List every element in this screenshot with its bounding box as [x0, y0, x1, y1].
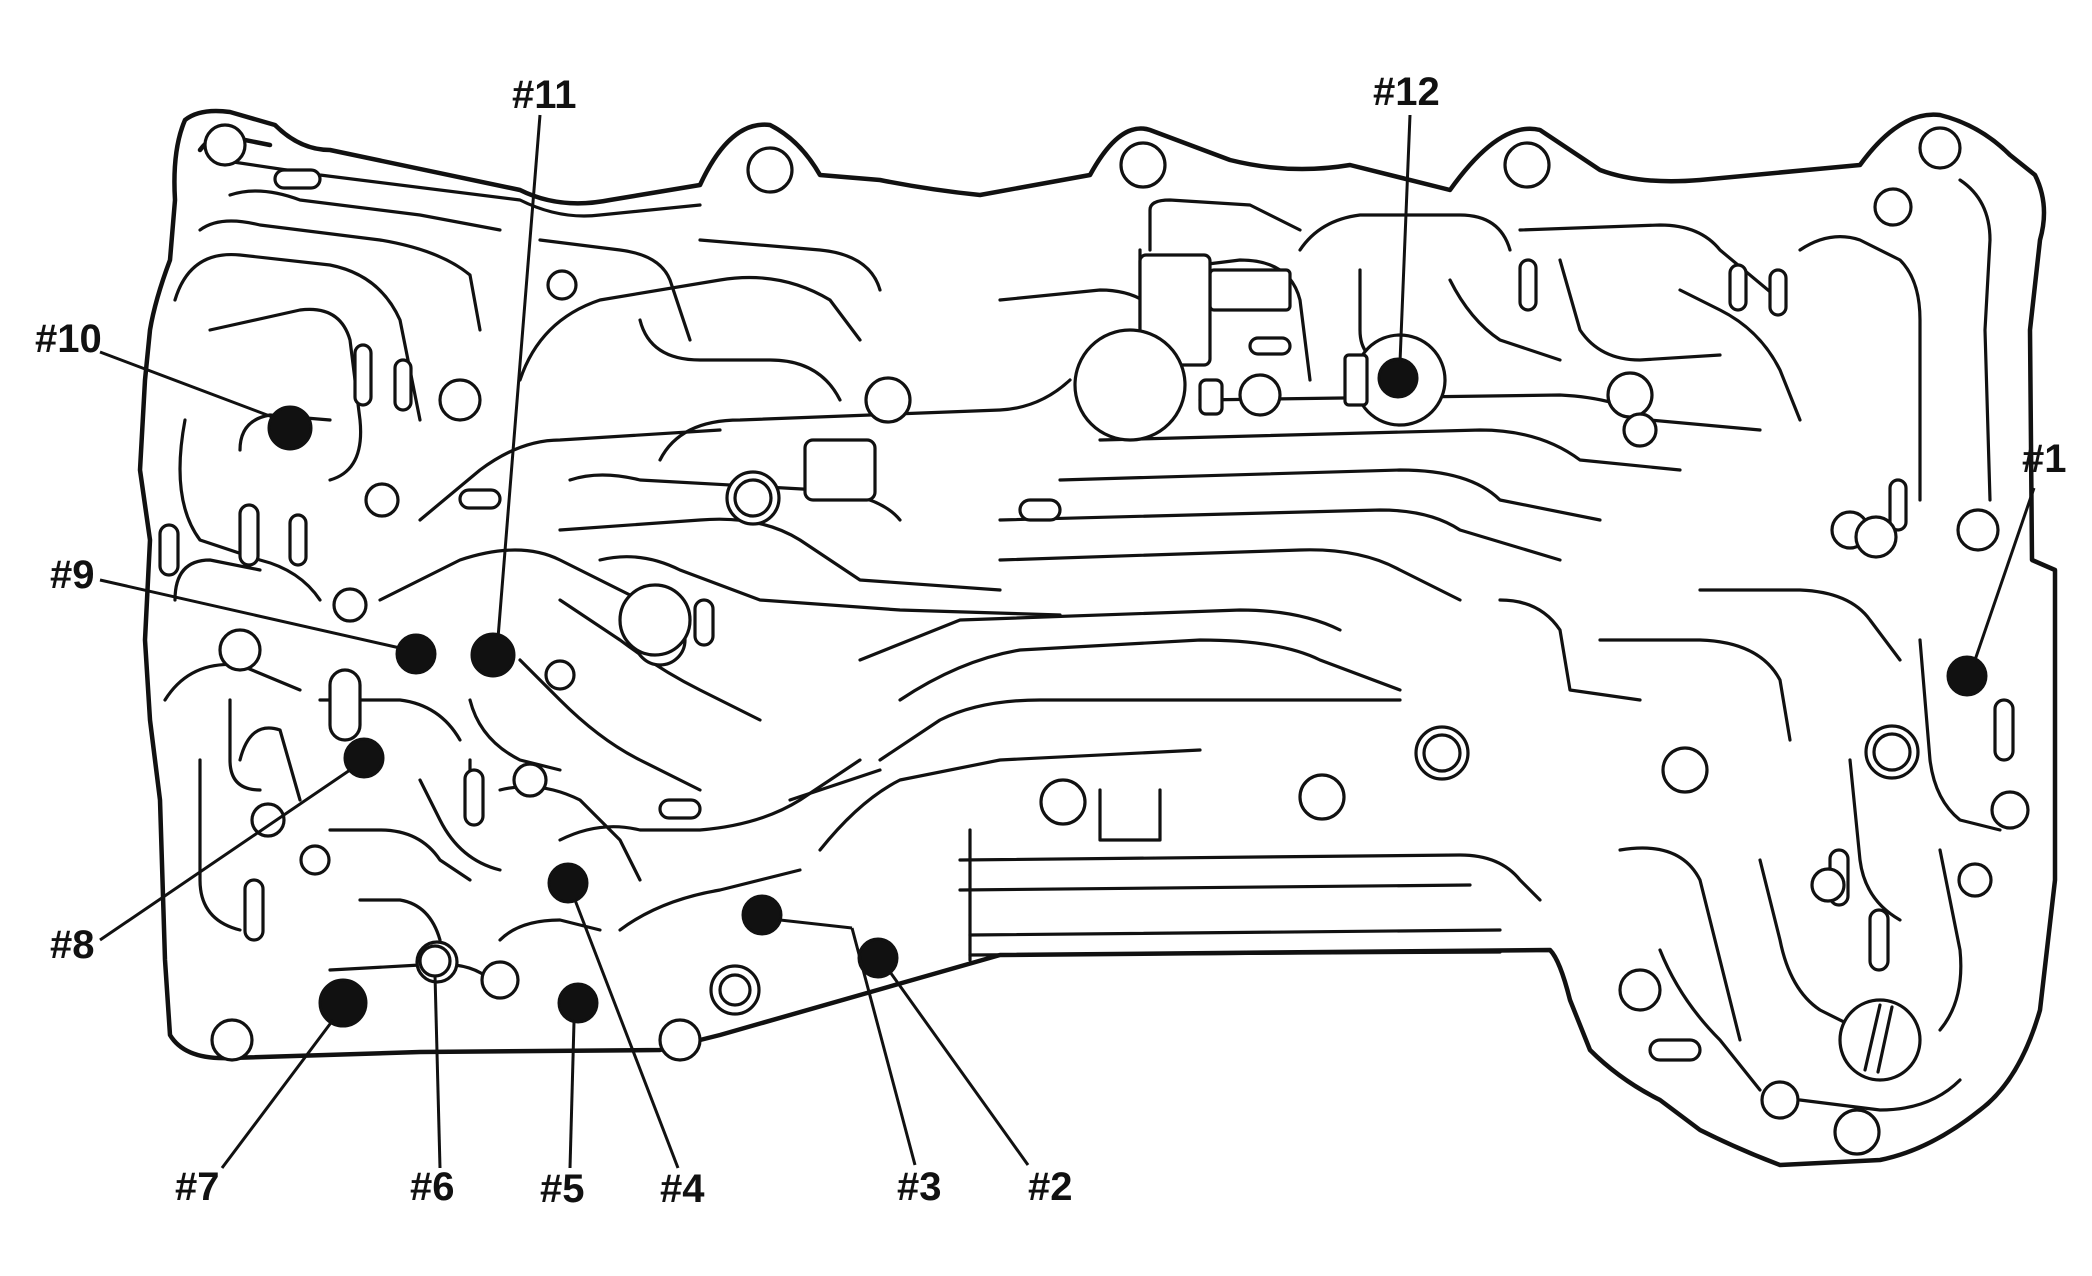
check-ball-6-seat [418, 944, 452, 978]
check-ball-12 [1377, 357, 1419, 399]
check-balls [267, 357, 1988, 1028]
check-ball-1 [1946, 655, 1988, 697]
check-ball-9 [395, 633, 437, 675]
leader-8 [99, 768, 351, 942]
check-ball-11 [470, 632, 516, 678]
callout-label-1: #1 [2022, 437, 2067, 481]
callout-label-2: #2 [1028, 1165, 1073, 1209]
leader-6 [433, 974, 442, 1169]
check-ball-8 [343, 737, 385, 779]
check-ball-10 [267, 405, 313, 451]
leader-2 [888, 971, 1030, 1166]
callout-label-9: #9 [50, 553, 95, 597]
callout-label-11: #11 [512, 73, 577, 117]
leader-lines [99, 114, 2036, 1169]
leader-3b [779, 918, 853, 930]
callout-label-8: #8 [50, 923, 95, 967]
leader-3 [850, 927, 917, 1166]
leader-5 [568, 1021, 576, 1169]
bolt-holes [203, 123, 2030, 1156]
valve-openings [158, 168, 2015, 1062]
callout-labels: #1 #2 #3 #4 #5 #6 #7 #8 #9 #10 #11 #12 [35, 70, 2067, 1211]
check-ball-4 [547, 862, 589, 904]
rings-and-fittings [415, 328, 1922, 1082]
leader-1 [1973, 487, 2036, 661]
leader-4 [573, 899, 680, 1169]
leader-10 [99, 350, 276, 420]
leader-11 [496, 114, 542, 639]
callout-label-7: #7 [175, 1165, 220, 1209]
leader-7 [220, 1019, 335, 1169]
callout-label-6: #6 [410, 1165, 455, 1209]
callout-label-10: #10 [35, 317, 102, 361]
check-ball-5 [557, 982, 599, 1024]
callout-label-5: #5 [540, 1167, 585, 1211]
leader-12 [1398, 114, 1412, 363]
check-ball-3 [741, 894, 783, 936]
leader-9 [99, 578, 401, 650]
callout-label-12: #12 [1373, 70, 1440, 114]
callout-label-3: #3 [897, 1165, 942, 1209]
callout-label-4: #4 [660, 1167, 705, 1211]
check-ball-7 [318, 978, 368, 1028]
